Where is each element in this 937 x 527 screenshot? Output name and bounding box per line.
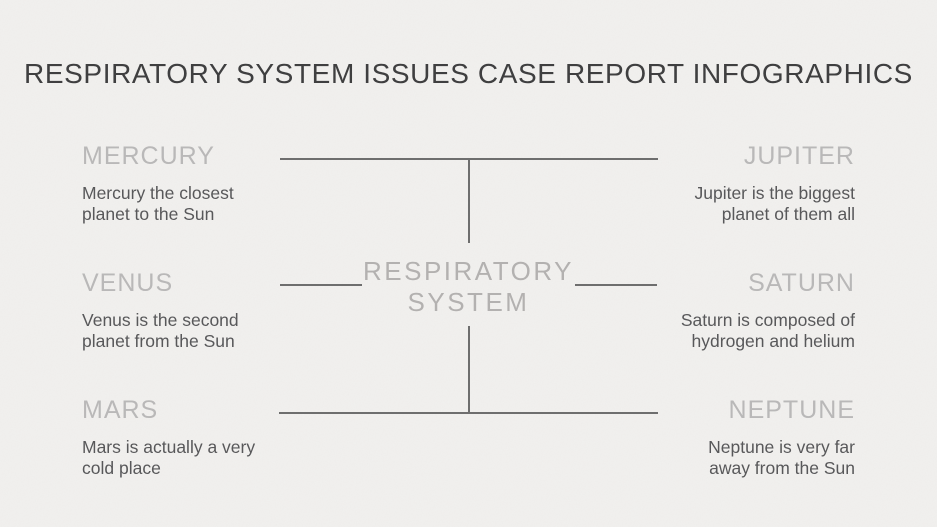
planet-description-line: away from the Sun: [709, 458, 855, 478]
planet-description-line: cold place: [82, 458, 161, 478]
planet-description-line: Mars is actually a very: [82, 437, 256, 457]
planet-description-line: Saturn is composed of: [680, 310, 855, 330]
planet-description-saturn: Saturn is composed of hydrogen and heliu…: [655, 310, 855, 352]
connector-bottom-line: [279, 412, 658, 414]
planet-description-line: planet to the Sun: [82, 204, 215, 224]
planet-description-line: Venus is the second: [82, 310, 239, 330]
center-label: RESPIRATORY SYSTEM: [0, 256, 937, 318]
center-label-line1: RESPIRATORY: [363, 256, 574, 286]
planet-item-mars: MARS Mars is actually a very cold place: [82, 396, 282, 479]
connector-middle-right-line: [575, 284, 657, 286]
planet-item-venus: VENUS Venus is the second planet from th…: [82, 269, 282, 352]
planet-description-line: Mercury the closest: [82, 183, 234, 203]
planet-description-venus: Venus is the second planet from the Sun: [82, 310, 282, 352]
slide-title: RESPIRATORY SYSTEM ISSUES CASE REPORT IN…: [24, 58, 913, 89]
planet-name-venus: VENUS: [82, 269, 174, 297]
connector-middle-left-line: [280, 284, 362, 286]
planet-description-jupiter: Jupiter is the biggest planet of them al…: [655, 183, 855, 225]
planet-description-neptune: Neptune is very far away from the Sun: [655, 437, 855, 479]
planet-name-jupiter: JUPITER: [743, 142, 855, 170]
planet-item-mercury: MERCURY Mercury the closest planet to th…: [82, 142, 282, 225]
planet-name-mars: MARS: [82, 396, 159, 424]
planet-description-line: hydrogen and helium: [691, 331, 855, 351]
planet-name-saturn: SATURN: [748, 269, 855, 297]
planet-item-neptune: NEPTUNE Neptune is very far away from th…: [655, 396, 855, 479]
planet-description-line: planet of them all: [721, 204, 855, 224]
planet-description-line: Jupiter is the biggest: [694, 183, 855, 203]
planet-description-mars: Mars is actually a very cold place: [82, 437, 282, 479]
planet-name-neptune: NEPTUNE: [728, 396, 855, 424]
center-label-line2: SYSTEM: [407, 287, 530, 317]
connector-top-line: [280, 158, 658, 160]
connector-bottom-vertical-line: [468, 326, 470, 413]
planet-name-mercury: MERCURY: [82, 142, 215, 170]
connector-top-vertical-line: [468, 159, 470, 243]
planet-item-saturn: SATURN Saturn is composed of hydrogen an…: [655, 269, 855, 352]
planet-item-jupiter: JUPITER Jupiter is the biggest planet of…: [655, 142, 855, 225]
planet-description-line: planet from the Sun: [82, 331, 235, 351]
planet-description-mercury: Mercury the closest planet to the Sun: [82, 183, 282, 225]
planet-description-line: Neptune is very far: [708, 437, 855, 457]
